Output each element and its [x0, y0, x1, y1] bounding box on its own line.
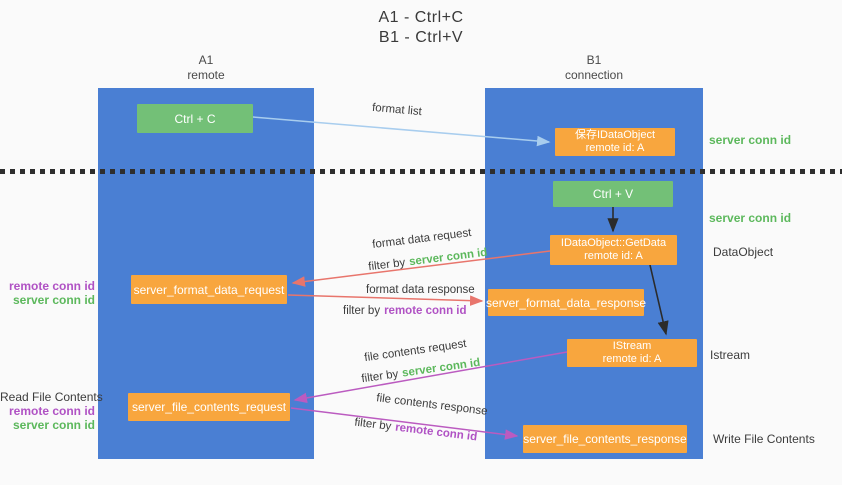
lane-b1-sub: connection — [564, 68, 624, 82]
file-contents-request-arrow — [293, 351, 568, 404]
format-data-response-arrow — [287, 294, 484, 306]
filter-by-text: filter by — [343, 305, 381, 317]
ctrl-c-node: Ctrl + C — [137, 104, 253, 133]
title-line-1: A1 - Ctrl+C — [378, 9, 464, 26]
istream-side-label: Istream — [710, 348, 751, 362]
server-format-data-request-node: server_format_data_request — [131, 275, 287, 304]
lane-header-b1: B1 connection — [485, 53, 703, 83]
format-data-request-arrow — [291, 250, 551, 287]
format-response-label: server_format_data_response — [485, 295, 647, 310]
istream-node: IStream remote id: A — [567, 339, 697, 367]
dataobject-label: DataObject — [713, 245, 774, 259]
save-idataobject-node: 保存IDataObject remote id: A — [555, 128, 675, 156]
diagram-title: A1 - Ctrl+C B1 - Ctrl+V — [0, 8, 842, 48]
left-conn-id-group: remote conn id server conn id — [0, 279, 95, 307]
server-conn-id-label-2: server conn id — [12, 418, 95, 432]
getdata-line2: remote id: A — [584, 250, 643, 262]
remote-conn-id-label: remote conn id — [8, 279, 95, 293]
dotted-divider — [0, 169, 842, 174]
format-request-label: server_format_data_request — [133, 282, 285, 297]
save-idataobject-line2: remote id: A — [585, 142, 645, 154]
remote-conn-id-text: remote conn id — [384, 305, 467, 317]
file-request-label: server_file_contents_request — [131, 400, 287, 414]
getdata-line1: IDataObject::GetData — [560, 237, 667, 249]
lane-a1-sub: remote — [187, 68, 225, 82]
server-conn-id-mid-label: server conn id — [709, 211, 792, 225]
idataobject-getdata-node: IDataObject::GetData remote id: A — [550, 235, 677, 265]
server-file-contents-response-node: server_file_contents_response — [523, 425, 687, 453]
format-data-response-edge-label: format data response — [366, 284, 475, 296]
save-idataobject-line1: 保存IDataObject — [574, 129, 656, 141]
read-file-contents-group: Read File Contents remote conn id server… — [0, 390, 103, 432]
lane-b1-name: B1 — [586, 53, 602, 67]
server-conn-id-label: server conn id — [12, 293, 95, 307]
ctrl-c-label: Ctrl + C — [174, 111, 216, 126]
ctrl-v-label: Ctrl + V — [592, 187, 634, 201]
istream-line1: IStream — [612, 340, 652, 352]
istream-line2: remote id: A — [602, 353, 662, 365]
title-line-2: B1 - Ctrl+V — [378, 29, 464, 46]
ctrl-v-node: Ctrl + V — [553, 181, 673, 207]
format-list-arrow — [252, 116, 551, 147]
file-response-label: server_file_contents_response — [523, 432, 687, 446]
getdata-to-istream-arrow — [649, 264, 669, 336]
server-file-contents-request-node: server_file_contents_request — [128, 393, 290, 421]
write-file-contents-label: Write File Contents — [713, 432, 815, 446]
file-contents-response-arrow — [290, 407, 519, 440]
read-file-contents-label: Read File Contents — [0, 390, 103, 404]
server-format-data-response-node: server_format_data_response — [485, 289, 647, 316]
server-conn-id-top-label: server conn id — [709, 133, 792, 147]
lane-a1-name: A1 — [198, 53, 214, 67]
lane-header-a1: A1 remote — [98, 53, 314, 83]
remote-conn-id-label-2: remote conn id — [8, 404, 95, 418]
